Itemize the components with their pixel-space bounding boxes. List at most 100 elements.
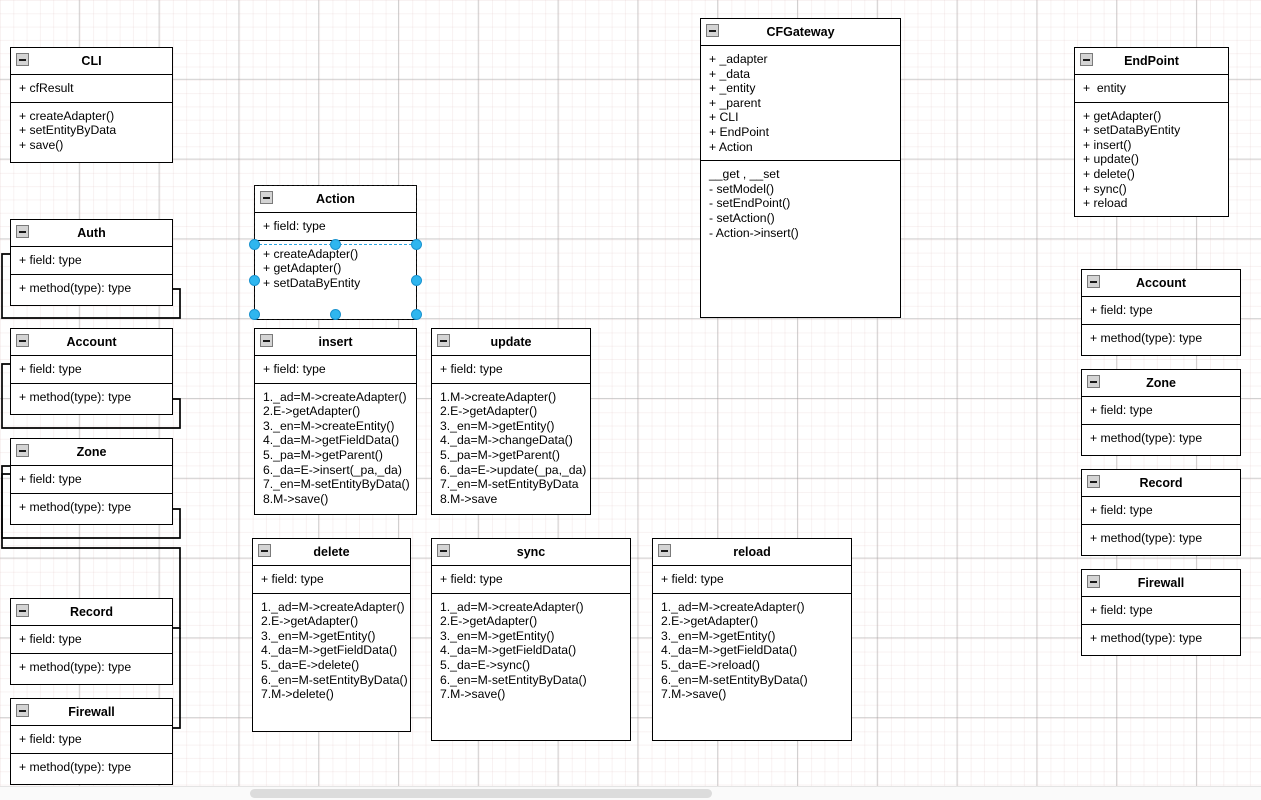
class-methods-record-left: + method(type): type [11, 654, 172, 681]
class-box-cfgateway[interactable]: CFGateway+ _adapter+ _data+ _entity+ _pa… [700, 18, 901, 318]
collapse-minus-icon[interactable] [437, 334, 450, 347]
method-line: 6._en=M-setEntityByData() [261, 672, 408, 687]
handle-bottom-center[interactable] [329, 308, 341, 320]
class-header-zone-left: Zone [11, 439, 172, 466]
class-methods-delete: 1._ad=M->createAdapter()2.E->getAdapter(… [253, 594, 410, 708]
class-methods-endpoint: + getAdapter()+ setDataByEntity+ insert(… [1075, 103, 1228, 217]
method-line: __get , __set [709, 167, 780, 182]
class-attributes-delete: + field: type [253, 566, 410, 594]
class-box-cli[interactable]: CLI+ cfResult+ createAdapter()+ setEntit… [10, 47, 173, 163]
handle-middle-left[interactable] [248, 274, 260, 286]
class-header-record-right: Record [1082, 470, 1240, 497]
class-attributes-firewall-right: + field: type [1082, 597, 1240, 625]
class-box-record-right[interactable]: Record+ field: type + method(type): type [1081, 469, 1241, 556]
collapse-minus-icon[interactable] [1087, 375, 1100, 388]
method-line: + sync() [1083, 181, 1127, 196]
attribute-line: + field: type [1090, 603, 1153, 617]
class-box-auth-left[interactable]: Auth+ field: type+ method(type): type [10, 219, 173, 306]
class-attributes-insert: + field: type [255, 356, 416, 384]
method-line: 2.E->getAdapter() [661, 614, 759, 629]
attribute-line: + cfResult [19, 81, 74, 95]
method-line: 7.M->save() [661, 687, 727, 702]
handle-mid-right-top[interactable] [410, 238, 422, 250]
method-line: + method(type): type [19, 759, 132, 774]
collapse-minus-icon[interactable] [658, 544, 671, 557]
collapse-minus-icon[interactable] [1087, 275, 1100, 288]
collapse-minus-icon[interactable] [16, 604, 29, 617]
method-line: 8.M->save [440, 491, 498, 506]
class-box-record-left[interactable]: Record+ field: type+ method(type): type [10, 598, 173, 685]
class-box-endpoint[interactable]: EndPoint+ entity+ getAdapter()+ setDataB… [1074, 47, 1229, 217]
attribute-line: + field: type [1090, 403, 1153, 417]
horizontal-scrollbar-thumb[interactable] [250, 789, 712, 798]
method-line: 3._en=M->getEntity() [261, 628, 376, 643]
class-box-firewall-left[interactable]: Firewall+ field: type+ method(type): typ… [10, 698, 173, 785]
collapse-minus-icon[interactable] [1080, 53, 1093, 66]
handle-middle-right[interactable] [410, 274, 422, 286]
collapse-minus-icon[interactable] [16, 444, 29, 457]
method-line: + method(type): type [1090, 530, 1203, 545]
collapse-minus-icon[interactable] [1087, 475, 1100, 488]
method-line: 4._da=M->getFieldData() [661, 643, 798, 658]
class-name: Firewall [68, 705, 115, 719]
class-box-action[interactable]: Action+ field: type+ createAdapter()+ ge… [254, 185, 417, 320]
collapse-minus-icon[interactable] [260, 334, 273, 347]
collapse-minus-icon[interactable] [437, 544, 450, 557]
collapse-minus-icon[interactable] [16, 225, 29, 238]
handle-mid-left-top[interactable] [248, 238, 260, 250]
method-line: + method(type): type [19, 659, 132, 674]
method-line: 5._pa=M->getParent() [440, 447, 560, 462]
class-attributes-account-right: + field: type [1082, 297, 1240, 325]
class-attributes-auth-left: + field: type [11, 247, 172, 275]
class-name: Record [69, 605, 114, 619]
class-name: reload [733, 545, 771, 559]
method-line: 4._da=M->getFieldData() [263, 433, 400, 448]
class-header-endpoint: EndPoint [1075, 48, 1228, 75]
method-line: + update() [1083, 152, 1139, 167]
class-name: delete [313, 545, 350, 559]
method-line: + setDataByEntity [1083, 123, 1181, 138]
class-name: CFGateway [766, 25, 835, 39]
attribute-line: + field: type [263, 362, 326, 376]
collapse-minus-icon[interactable] [16, 53, 29, 66]
class-box-account-left[interactable]: Account+ field: type+ method(type): type [10, 328, 173, 415]
class-attributes-account-left: + field: type [11, 356, 172, 384]
class-header-record-left: Record [11, 599, 172, 626]
collapse-minus-icon[interactable] [16, 704, 29, 717]
method-line: 3._en=M->getEntity() [440, 418, 555, 433]
handle-bottom-left[interactable] [248, 308, 260, 320]
class-box-firewall-right[interactable]: Firewall+ field: type+ method(type): typ… [1081, 569, 1241, 656]
collapse-minus-icon[interactable] [258, 544, 271, 557]
method-line: 1._ad=M->createAdapter() [263, 389, 407, 404]
attribute-line: + field: type [19, 472, 82, 486]
collapse-minus-icon[interactable] [1087, 575, 1100, 588]
method-line: 7._en=M-setEntityByData [440, 477, 579, 492]
collapse-minus-icon[interactable] [16, 334, 29, 347]
class-box-zone-right[interactable]: Zone+ field: type+ method(type): type [1081, 369, 1241, 456]
method-line: 5._pa=M->getParent() [263, 447, 383, 462]
method-line: 6._da=E->insert(_pa,_da) [263, 462, 402, 477]
class-box-zone-left[interactable]: Zone+ field: type+ method(type): type [10, 438, 173, 525]
handle-bottom-right[interactable] [410, 308, 422, 320]
class-header-action: Action [255, 186, 416, 213]
method-line: + delete() [1083, 166, 1135, 181]
collapse-minus-icon[interactable] [706, 24, 719, 37]
class-methods-record-right: + method(type): type [1082, 525, 1240, 552]
class-attributes-reload: + field: type [653, 566, 851, 594]
class-header-firewall-left: Firewall [11, 699, 172, 726]
handle-mid-center-top[interactable] [329, 238, 341, 250]
method-line: - setAction() [709, 210, 775, 225]
class-box-account-right[interactable]: Account+ field: type+ method(type): type [1081, 269, 1241, 356]
collapse-minus-icon[interactable] [260, 191, 273, 204]
class-attributes-record-right: + field: type [1082, 497, 1240, 525]
method-line: 7._en=M-setEntityByData() [263, 477, 410, 492]
horizontal-scrollbar[interactable] [0, 786, 1261, 800]
method-line: + setEntityByData [19, 123, 117, 138]
class-methods-action: + createAdapter()+ getAdapter()+ setData… [255, 241, 416, 297]
